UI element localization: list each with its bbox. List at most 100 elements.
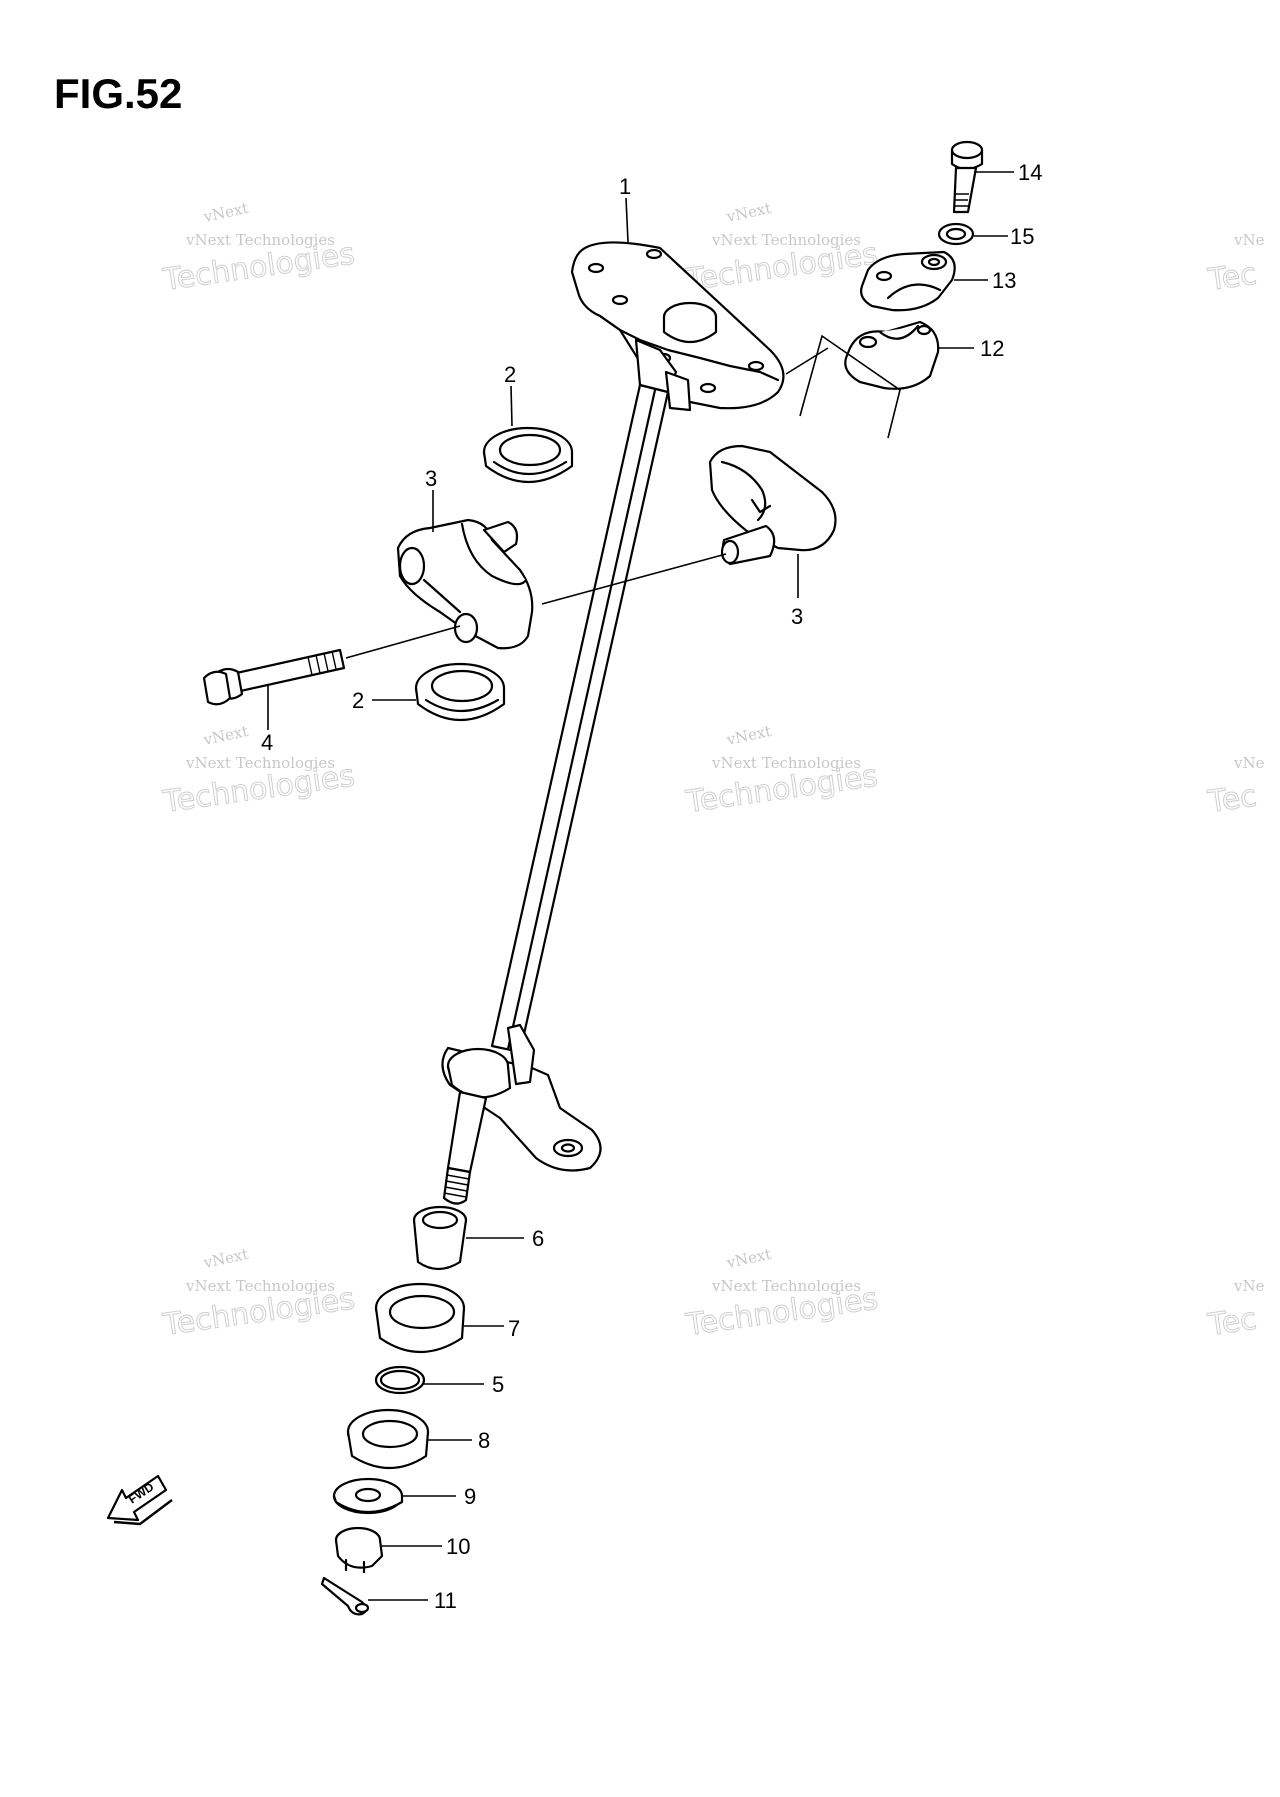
bolt-axis-line — [345, 625, 461, 659]
bolt-shank — [230, 648, 346, 694]
figure-title: FIG.52 — [54, 70, 183, 117]
flat-washer-hole — [354, 1487, 382, 1503]
upper-web — [664, 370, 692, 412]
clamp-bolt-shank — [952, 166, 978, 214]
watermark-text: Tec — [1205, 779, 1259, 821]
lower-stop-tab — [506, 1023, 536, 1086]
left-holder-pin — [482, 520, 519, 554]
watermark-5: vNext vNext Technologies Technologies — [683, 722, 881, 821]
fwd-arrow-shape — [106, 1474, 168, 1522]
watermark-text: vNext Technologies — [185, 231, 335, 249]
part-15-washer — [937, 222, 975, 246]
lower-clamp-saddle — [878, 324, 920, 340]
part-2-upper-bushing — [482, 426, 574, 483]
part-8-bearing-cup — [346, 1408, 430, 1470]
part-5-o-ring — [374, 1365, 426, 1395]
lower-clamp-hole — [916, 324, 932, 336]
part-11-cotter-pin — [320, 1576, 370, 1616]
callout-2b: 2 — [352, 688, 364, 713]
callout-7: 7 — [508, 1316, 520, 1341]
watermark-2: vNext vNext Technologies Technologies — [683, 199, 881, 299]
watermark-1: vNext vNext Technologies Technologies — [160, 199, 358, 299]
lower-bracket-hole-inner — [560, 1143, 576, 1153]
watermark-text: Tec — [1205, 257, 1259, 299]
collar-bore — [421, 1210, 459, 1230]
watermark-text: vNext Technologies — [711, 231, 861, 249]
watermark-text: vNext Technologies — [711, 754, 861, 772]
bushing-ridge — [492, 460, 568, 476]
part-14-clamp-bolt — [950, 140, 984, 214]
collar-side — [412, 1218, 468, 1271]
plate-hole — [645, 248, 663, 260]
alignment-line — [799, 334, 901, 439]
callout-14: 14 — [1018, 160, 1042, 185]
washer-inner — [945, 227, 967, 241]
lower-thread — [442, 1166, 472, 1205]
flat-washer-side — [332, 1494, 404, 1513]
upper-clamp-hole — [875, 270, 893, 282]
watermark-3: vNe Tec — [1205, 231, 1265, 299]
watermark-text: vNext — [724, 199, 773, 226]
watermark-7: vNext vNext Technologies Technologies — [160, 1245, 358, 1344]
callout-8: 8 — [478, 1428, 490, 1453]
callout-9: 9 — [464, 1484, 476, 1509]
watermark-text: vNe — [1233, 754, 1265, 772]
right-holder-clip — [750, 498, 772, 514]
shaft-tube — [490, 383, 670, 1054]
thread-lines — [443, 1174, 470, 1198]
watermark-text: vNext Technologies — [711, 1277, 861, 1295]
part-4-bolt — [202, 648, 346, 706]
watermark-8: vNext vNext Technologies Technologies — [683, 1245, 881, 1344]
leader-2a — [510, 385, 513, 427]
plate-hole — [747, 360, 765, 372]
part-3-left-holder — [396, 518, 534, 650]
bushing-ridge — [424, 698, 500, 712]
upper-clamp-saddle — [886, 283, 942, 300]
plate-hole — [611, 294, 629, 306]
watermark-text: vNext — [724, 1245, 773, 1272]
bolt-thread — [307, 650, 337, 676]
watermark-text: vNext — [201, 1245, 250, 1272]
part-6-collar — [412, 1205, 468, 1271]
nut-flats — [344, 1558, 366, 1574]
bushing-inner — [430, 669, 494, 703]
callout-12: 12 — [980, 336, 1004, 361]
part-12-lower-clamp — [844, 320, 940, 390]
callout-11: 11 — [434, 1588, 457, 1613]
callout-15: 15 — [1010, 224, 1034, 249]
leader-1 — [625, 197, 629, 243]
shaft-highlight — [506, 388, 657, 1051]
watermark-text: vNext Technologies — [185, 1277, 335, 1295]
left-holder-split — [460, 522, 528, 586]
watermark-text: vNe — [1233, 1277, 1265, 1295]
o-ring-inner — [379, 1369, 421, 1391]
bolt-head — [202, 670, 232, 706]
lower-collar-side — [446, 1064, 512, 1099]
part-2-lower-bushing — [414, 662, 506, 721]
clamp-bolt-head-top — [950, 140, 984, 160]
forward-arrow-icon: FWD — [106, 1474, 173, 1526]
callout-4: 4 — [261, 730, 273, 755]
part-7-bearing-housing — [374, 1282, 466, 1354]
top-boss-side — [662, 315, 718, 344]
clamp-bolt-thread — [954, 193, 969, 207]
holder-axis-line — [541, 553, 727, 605]
nut-side — [334, 1538, 384, 1569]
callout-2a: 2 — [504, 362, 516, 387]
watermark-text: vNext — [201, 722, 250, 749]
callouts: 1 2 2 3 3 4 6 7 5 8 — [261, 160, 1042, 1613]
fwd-arrow-shadow — [113, 1499, 173, 1526]
watermark-text: vNext — [724, 722, 773, 749]
callout-6: 6 — [532, 1226, 544, 1251]
callout-5: 5 — [492, 1372, 504, 1397]
cotter-pin-eye — [354, 1602, 370, 1614]
left-holder-edge — [422, 578, 462, 614]
watermark-6: vNe Tec — [1205, 754, 1265, 821]
housing-bore — [388, 1294, 456, 1330]
watermark-text: vNext Technologies — [185, 754, 335, 772]
callout-1: 1 — [619, 174, 631, 199]
bushing-inner — [498, 433, 562, 467]
left-holder-body — [396, 518, 534, 650]
part-13-upper-clamp — [860, 250, 956, 312]
